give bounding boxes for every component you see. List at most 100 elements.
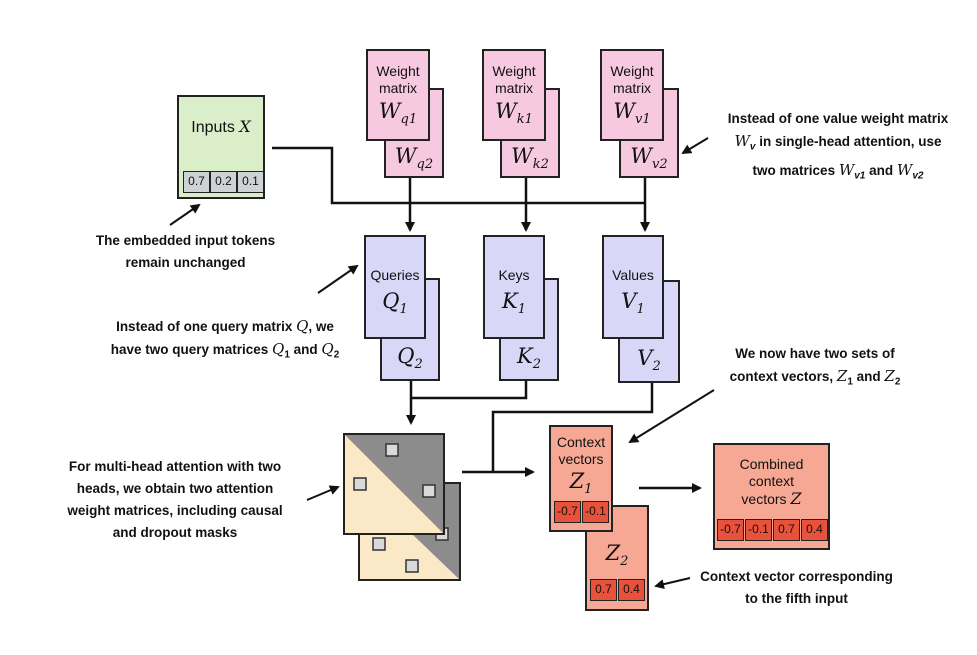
query-line-1-sym: Q [296, 317, 309, 335]
sets-line-2-b: Z [884, 367, 895, 385]
wk2-sub: k2 [532, 157, 549, 173]
sets-pointer [628, 389, 715, 444]
value-line-1: Instead of one value weight matrix [727, 111, 949, 126]
annotation-multi-head: For multi-head attention with two heads,… [35, 456, 315, 544]
combined-label-2: context [748, 473, 795, 489]
embedded-line-2: remain unchanged [125, 255, 246, 270]
z1-base: Z [569, 469, 585, 493]
input-cell-2: 0.1 [237, 171, 264, 193]
wk-label-2: matrix [494, 80, 534, 96]
z1-cell-0: -0.7 [554, 501, 581, 523]
combined-cell-0: -0.7 [717, 519, 744, 541]
context-label-2: vectors [558, 451, 604, 467]
fifth-line-2: to the fifth input [745, 591, 848, 606]
wv1-sub: v1 [634, 112, 651, 128]
query-line-2-text: have two query matrices [110, 342, 273, 357]
input-cell-0: 0.7 [183, 171, 210, 193]
multi-line-2: heads, we obtain two attention [76, 481, 274, 496]
query-line-2-b-sub: 2 [333, 349, 340, 361]
weight-v-front: Weight matrix Wv1 [600, 49, 664, 141]
queries-front: Queries Q1 [364, 235, 426, 339]
query-line-2-a: Q [272, 340, 285, 358]
wk1-sub: k1 [516, 112, 533, 128]
combined-label-1: Combined [739, 456, 804, 472]
combined-symbol: Z [790, 489, 802, 508]
weight-q-front: Weight matrix Wq1 [366, 49, 430, 141]
z2-cell-0: 0.7 [590, 579, 617, 601]
wq2-base: W [394, 144, 417, 168]
sets-line-2-text: context vectors, [729, 369, 837, 384]
sets-line-2-a: Z [836, 367, 848, 385]
z1-cell-1: -0.1 [582, 501, 609, 523]
attention-weight-matrices [343, 433, 461, 581]
q2-base: Q [397, 344, 415, 368]
value-line-2-text: in single-head attention, use [755, 134, 942, 149]
sets-line-2-b-sub: 2 [894, 376, 901, 388]
annotation-fifth-input: Context vector corresponding to the fift… [684, 566, 909, 610]
fifth-line-1: Context vector corresponding [700, 569, 893, 584]
v1-base: V [621, 289, 637, 313]
query-pointer [317, 264, 359, 294]
inputs-box: Inputs X 0.7 0.2 0.1 [177, 95, 265, 199]
q2-sub: 2 [414, 357, 423, 373]
wk-label-1: Weight [492, 63, 536, 79]
wq2-sub: q2 [416, 157, 434, 173]
annotation-value-matrices: Instead of one value weight matrix Wv in… [703, 108, 973, 187]
wv2-sub: v2 [651, 157, 668, 173]
multi-pointer [306, 485, 340, 501]
z1-sub: 1 [584, 482, 593, 498]
multi-line-4: and dropout masks [112, 525, 238, 540]
weight-k-front: Weight matrix Wk1 [482, 49, 546, 141]
combined-cell-2: 0.7 [773, 519, 800, 541]
q1-sub: 1 [399, 302, 408, 318]
wv-label-1: Weight [610, 63, 654, 79]
v2-base: V [637, 346, 653, 370]
sets-line-1: We now have two sets of [735, 346, 895, 361]
inputs-symbol: X [239, 117, 251, 136]
value-pointer [681, 137, 709, 155]
context-back: Z2 0.7 0.4 [585, 505, 649, 611]
value-line-2-sym: W [734, 132, 750, 150]
attention-matrix-front [343, 433, 445, 535]
wq-label-2: matrix [378, 80, 418, 96]
embedded-line-1: The embedded input tokens [95, 233, 276, 248]
fifth-pointer [654, 577, 691, 590]
combined-cell-3: 0.4 [801, 519, 828, 541]
annotation-embedded: The embedded input tokens remain unchang… [78, 230, 293, 274]
value-line-3-a-sub: v1 [854, 170, 866, 182]
z2-base: Z [605, 541, 621, 565]
inputs-label: Inputs [191, 119, 235, 136]
queries-label: Queries [370, 267, 420, 283]
wq-label-1: Weight [376, 63, 420, 79]
value-line-2-sub: v [749, 141, 756, 153]
k1-sub: 1 [517, 302, 526, 318]
wq1-base: W [378, 99, 401, 123]
annotation-query-matrices: Instead of one query matrix Q, we have t… [80, 315, 370, 367]
embedded-pointer [169, 203, 201, 226]
v1-sub: 1 [636, 302, 645, 318]
multi-line-3: weight matrices, including causal [67, 503, 283, 518]
keys-label: Keys [498, 267, 530, 283]
value-line-3-a: W [838, 160, 855, 179]
keys-front: Keys K1 [483, 235, 545, 339]
value-line-3-b-sub: v2 [912, 170, 924, 182]
value-line-3-b: W [896, 160, 913, 179]
query-line-2-a-sub: 1 [284, 349, 290, 361]
wk1-base: W [495, 99, 517, 123]
query-line-1-text: Instead of one query matrix [116, 319, 297, 334]
context-front: Context vectors Z1 -0.7 -0.1 [549, 425, 613, 532]
z2-sub: 2 [620, 554, 629, 570]
sets-line-2-a-sub: 1 [847, 376, 853, 388]
k2-sub: 2 [532, 357, 541, 373]
wv1-base: W [613, 99, 635, 123]
input-cell-1: 0.2 [210, 171, 237, 193]
query-line-1-end: , we [308, 319, 334, 334]
values-to-context-line [491, 383, 654, 472]
combined-box: Combined context vectors Z -0.7 -0.1 0.7… [713, 443, 830, 550]
v2-sub: 2 [652, 359, 661, 375]
wv2-base: W [630, 144, 652, 168]
values-label: Values [612, 267, 654, 283]
wq1-sub: q1 [400, 112, 418, 128]
wv-label-2: matrix [612, 80, 652, 96]
